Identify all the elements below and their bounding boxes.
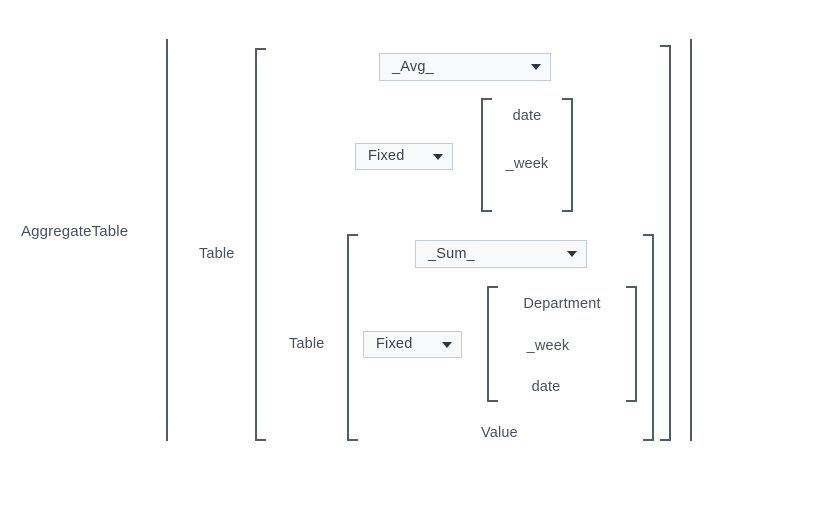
chevron-down-icon: [531, 64, 541, 70]
outer-table-bracket-close: [660, 45, 671, 441]
chevron-down-icon: [433, 153, 443, 160]
list-item[interactable]: Department: [523, 296, 601, 312]
outer-table-label: Table: [199, 246, 235, 262]
list-item[interactable]: date: [531, 379, 561, 395]
aggregator-popup-sum[interactable]: _Sum_: [415, 240, 587, 268]
group-key-list-avg: date _week: [481, 98, 573, 212]
binning-popup-fixed-1[interactable]: Fixed: [355, 143, 453, 170]
inner-table-bracket-open: [347, 234, 358, 441]
binning-popup-fixed-2[interactable]: Fixed: [363, 331, 462, 358]
chevron-down-icon: [567, 251, 577, 257]
value-label: Value: [481, 425, 518, 441]
list-item[interactable]: date: [512, 108, 542, 124]
binning-popup-fixed-1-value: Fixed: [368, 148, 405, 165]
aggregator-popup-sum-value: _Sum_: [428, 245, 475, 262]
aggregatetable-delimiter-bar-right: [690, 39, 692, 441]
group-key-list-sum: Department _week date: [487, 286, 637, 402]
inner-table-label: Table: [289, 336, 325, 352]
aggregator-popup-avg[interactable]: _Avg_: [379, 53, 551, 81]
aggregatetable-head-label: AggregateTable: [21, 223, 129, 240]
aggregatetable-delimiter-bar: [166, 39, 168, 441]
outer-table-bracket-open: [255, 48, 266, 441]
aggregator-popup-avg-value: _Avg_: [392, 58, 434, 75]
inner-table-bracket-close: [643, 234, 654, 441]
list-bracket-open: [481, 98, 492, 212]
binning-popup-fixed-2-value: Fixed: [376, 336, 413, 353]
list-bracket-close: [626, 286, 637, 402]
chevron-down-icon: [442, 341, 452, 348]
list-item[interactable]: _week: [505, 155, 549, 172]
list-item[interactable]: _week: [526, 337, 570, 354]
list-bracket-close: [562, 98, 573, 212]
list-bracket-open: [487, 286, 498, 402]
